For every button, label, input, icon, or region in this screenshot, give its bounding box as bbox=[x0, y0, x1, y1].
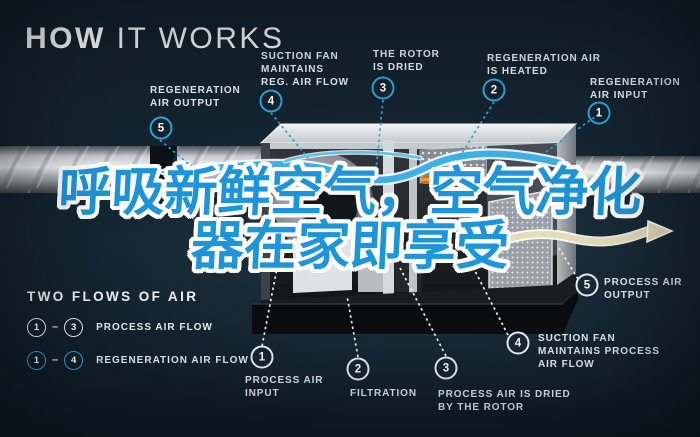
badge-regen-1: 1 bbox=[587, 101, 611, 125]
badge-process-2: 2 bbox=[346, 357, 370, 381]
badge-regen-3: 3 bbox=[371, 76, 395, 100]
label-regeneration-air-output: REGENERATION AIR OUTPUT bbox=[150, 84, 241, 110]
label-rotor-is-dried: THE ROTOR IS DRIED bbox=[373, 48, 440, 74]
label-line: PROCESS AIR IS DRIED bbox=[438, 389, 571, 400]
label-process-air-input: PROCESS AIR INPUT bbox=[245, 374, 323, 400]
label-line: AIR OUTPUT bbox=[150, 98, 221, 110]
label-process-air-dried: PROCESS AIR IS DRIED BY THE ROTOR bbox=[438, 388, 571, 414]
label-line: REG. AIR FLOW bbox=[261, 77, 349, 89]
label-suction-fan-process: SUCTION FAN MAINTAINS PROCESS AIR FLOW bbox=[538, 332, 660, 372]
label-regen-air-input: REGENERATION AIR INPUT bbox=[590, 76, 681, 102]
legend-badge: 4 bbox=[64, 350, 84, 370]
label-line: FILTRATION bbox=[350, 388, 417, 399]
label-regen-air-heated: REGENERATION AIR IS HEATED bbox=[487, 52, 601, 78]
label-line: SUCTION FAN bbox=[538, 333, 616, 344]
legend-row-regeneration: 1 – 4 REGENERATION AIR FLOW bbox=[27, 350, 249, 370]
label-line: IS DRIED bbox=[373, 62, 424, 74]
legend-label: PROCESS AIR FLOW bbox=[96, 321, 213, 333]
label-line: IS HEATED bbox=[487, 66, 548, 78]
label-line: REGENERATION bbox=[150, 85, 241, 96]
headline-line2: 器在家即享受 bbox=[189, 217, 511, 276]
legend-badge: 1 bbox=[27, 350, 46, 370]
title-bold: HOW bbox=[25, 22, 106, 55]
badge-regen-2: 2 bbox=[482, 78, 506, 102]
legend-separator: – bbox=[52, 321, 59, 333]
process-air-output-arrow-icon bbox=[477, 219, 674, 252]
badge-number: 2 bbox=[354, 363, 362, 375]
label-line: PROCESS AIR bbox=[604, 277, 683, 288]
badge-number: 3 bbox=[379, 82, 387, 94]
legend-two-flows: TWO FLOWS OF AIR 1 – 3 PROCESS AIR FLOW … bbox=[27, 289, 249, 370]
headline-line1: 呼吸新鲜空气，空气净化 bbox=[56, 163, 644, 222]
legend-separator: – bbox=[52, 354, 59, 366]
label-line: OUTPUT bbox=[604, 290, 651, 302]
label-process-air-output: PROCESS AIR OUTPUT bbox=[604, 276, 682, 302]
badge-number: 5 bbox=[583, 279, 591, 291]
badge-regen-5: 5 bbox=[149, 116, 173, 140]
label-line: SUCTION FAN bbox=[261, 51, 339, 62]
label-suction-fan-reg: SUCTION FAN MAINTAINS REG. AIR FLOW bbox=[261, 50, 349, 90]
label-line: MAINTAINS PROCESS bbox=[538, 346, 660, 358]
title-light: IT WORKS bbox=[105, 22, 285, 55]
badge-number: 2 bbox=[490, 84, 498, 96]
badge-number: 4 bbox=[70, 354, 77, 366]
leader-lines-process bbox=[261, 247, 579, 358]
cabinet bbox=[252, 123, 578, 334]
legend-row-process: 1 – 3 PROCESS AIR FLOW bbox=[27, 317, 249, 337]
label-line: MAINTAINS bbox=[261, 64, 324, 76]
label-line: AIR INPUT bbox=[590, 90, 649, 102]
badge-number: 3 bbox=[442, 362, 450, 374]
label-line: INPUT bbox=[245, 388, 280, 400]
badge-number: 1 bbox=[33, 354, 40, 366]
badge-process-5: 5 bbox=[575, 273, 599, 297]
badge-number: 1 bbox=[33, 321, 40, 333]
legend-title: TWO FLOWS OF AIR bbox=[27, 289, 199, 304]
badge-number: 4 bbox=[514, 337, 522, 349]
regeneration-airflow-arrow-icon bbox=[154, 148, 566, 186]
legend-label: REGENERATION AIR FLOW bbox=[96, 354, 249, 366]
label-line: THE ROTOR bbox=[373, 49, 440, 60]
label-line: AIR FLOW bbox=[538, 359, 595, 371]
legend-badge: 1 bbox=[27, 317, 46, 337]
label-line: REGENERATION AIR bbox=[487, 53, 601, 64]
badge-number: 1 bbox=[258, 351, 266, 363]
badge-process-3: 3 bbox=[434, 356, 458, 380]
label-line: BY THE ROTOR bbox=[438, 402, 524, 414]
badge-number: 1 bbox=[595, 107, 603, 119]
badge-number: 4 bbox=[267, 95, 275, 107]
right-duct bbox=[572, 156, 700, 193]
badge-number: 3 bbox=[70, 321, 77, 333]
label-line: PROCESS AIR bbox=[245, 375, 324, 386]
page-title: HOW IT WORKS bbox=[25, 22, 284, 56]
badge-regen-4: 4 bbox=[259, 89, 283, 113]
legend-badge: 3 bbox=[64, 317, 84, 337]
label-line: REGENERATION bbox=[590, 77, 681, 88]
badge-process-1: 1 bbox=[250, 345, 274, 369]
label-filtration: FILTRATION bbox=[350, 387, 417, 400]
badge-number: 5 bbox=[157, 122, 165, 134]
badge-process-4: 4 bbox=[506, 331, 530, 355]
